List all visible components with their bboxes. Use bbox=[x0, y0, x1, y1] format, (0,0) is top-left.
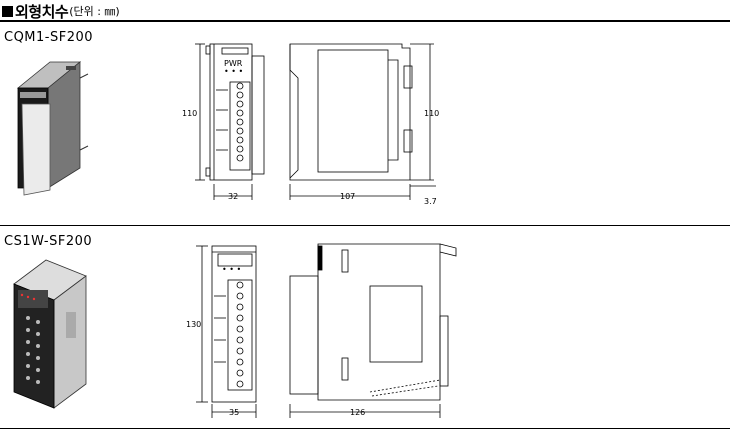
model-name-cs1w: CS1W-SF200 bbox=[4, 234, 93, 249]
section-header: 외형치수 (단위 : ㎜) bbox=[2, 2, 120, 21]
cqm1-width-dim: 32 bbox=[228, 192, 238, 201]
svg-text:• • •: • • • bbox=[222, 265, 241, 274]
cqm1-side-height-dim: 110 bbox=[424, 109, 439, 118]
header-rule bbox=[0, 20, 730, 22]
cs1w-depth-dim: 126 bbox=[350, 408, 365, 417]
cqm1-front-view: PWR • • • bbox=[195, 43, 265, 200]
unit-label: (단위 : ㎜) bbox=[69, 5, 120, 18]
cs1w-side-view bbox=[289, 243, 457, 418]
cqm1-depth-dim: 107 bbox=[340, 192, 355, 201]
cqm1-side-view bbox=[289, 43, 436, 200]
section-divider bbox=[0, 225, 730, 226]
svg-text:• • •: • • • bbox=[224, 67, 243, 76]
bottom-rule bbox=[0, 428, 730, 429]
cs1w-front-view: • • • bbox=[196, 245, 257, 418]
square-bullet-icon bbox=[2, 5, 13, 17]
cs1w-width-dim: 35 bbox=[229, 408, 239, 417]
cs1w-product-photo bbox=[13, 259, 87, 409]
section-title: 외형치수 bbox=[15, 2, 69, 21]
cs1w-height-dim: 130 bbox=[186, 320, 201, 329]
cqm1-product-photo bbox=[16, 61, 89, 196]
cqm1-offset-dim: 3.7 bbox=[424, 197, 437, 206]
model-name-cqm1: CQM1-SF200 bbox=[4, 30, 94, 45]
svg-text:PWR: PWR bbox=[224, 59, 243, 68]
cqm1-height-dim: 110 bbox=[182, 109, 197, 118]
